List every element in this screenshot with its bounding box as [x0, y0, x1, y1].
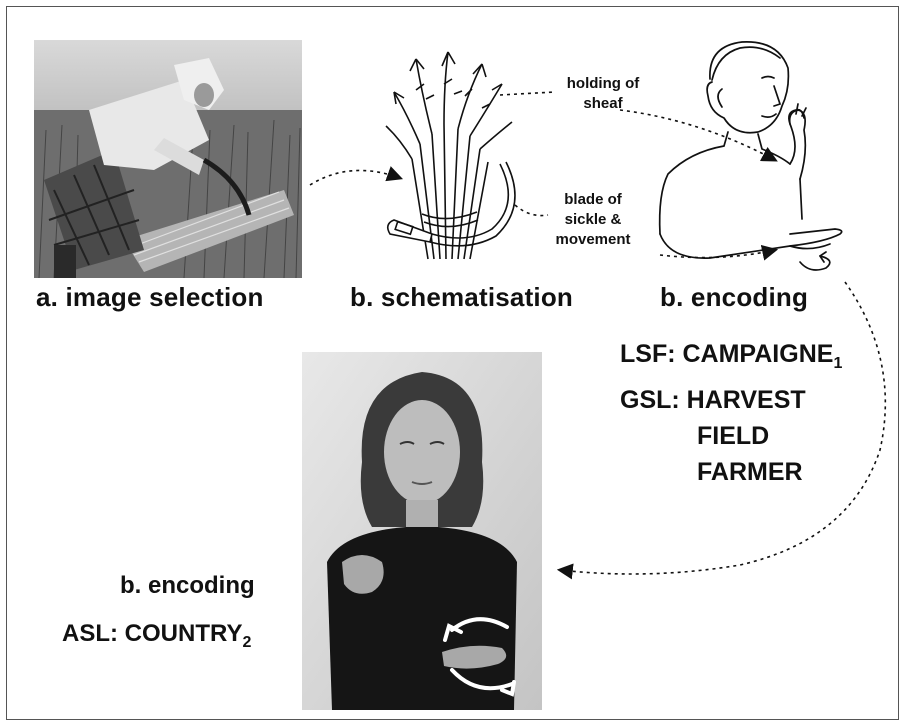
caption-image-selection: a. image selection — [36, 282, 264, 312]
harvest-photo — [34, 40, 302, 278]
figure-frame — [6, 6, 899, 720]
gsl-gloss: GSL: HARVEST — [620, 382, 806, 418]
asl-gloss: ASL: COUNTRY2 — [62, 620, 251, 652]
signer-line-drawing — [650, 34, 870, 276]
caption-schematisation: b. schematisation — [350, 282, 574, 312]
asl-prefix: ASL: — [62, 620, 118, 647]
asl-signer-photo — [302, 352, 542, 710]
holding-of-sheaf-note: holding of sheaf — [558, 74, 648, 114]
lsf-gloss: LSF: CAMPAIGNE1 — [620, 336, 842, 382]
caption-encoding-top: b. encoding — [660, 282, 809, 312]
lsf-word: CAMPAIGNE — [682, 340, 834, 368]
gsl-word-field: FIELD — [697, 422, 770, 450]
holding-line-2: sheaf — [583, 95, 623, 112]
holding-line-1: holding of — [566, 75, 640, 92]
lsf-subscript: 1 — [833, 355, 843, 372]
gsl-word-farmer: FARMER — [697, 458, 803, 486]
caption-encoding-bottom: b. encoding — [120, 572, 255, 599]
blade-line-1: blade of — [564, 191, 622, 208]
blade-of-sickle-note: blade of sickle & movement — [545, 190, 641, 250]
blade-line-2: sickle & — [564, 211, 622, 228]
asl-subscript: 2 — [242, 633, 252, 651]
lsf-prefix: LSF: — [620, 340, 676, 368]
blade-line-3: movement — [555, 231, 631, 248]
gsl-prefix: GSL: — [620, 386, 680, 414]
sheaf-sickle-drawing — [372, 44, 522, 264]
asl-word: COUNTRY — [124, 620, 243, 647]
gsl-word-harvest: HARVEST — [686, 386, 806, 414]
